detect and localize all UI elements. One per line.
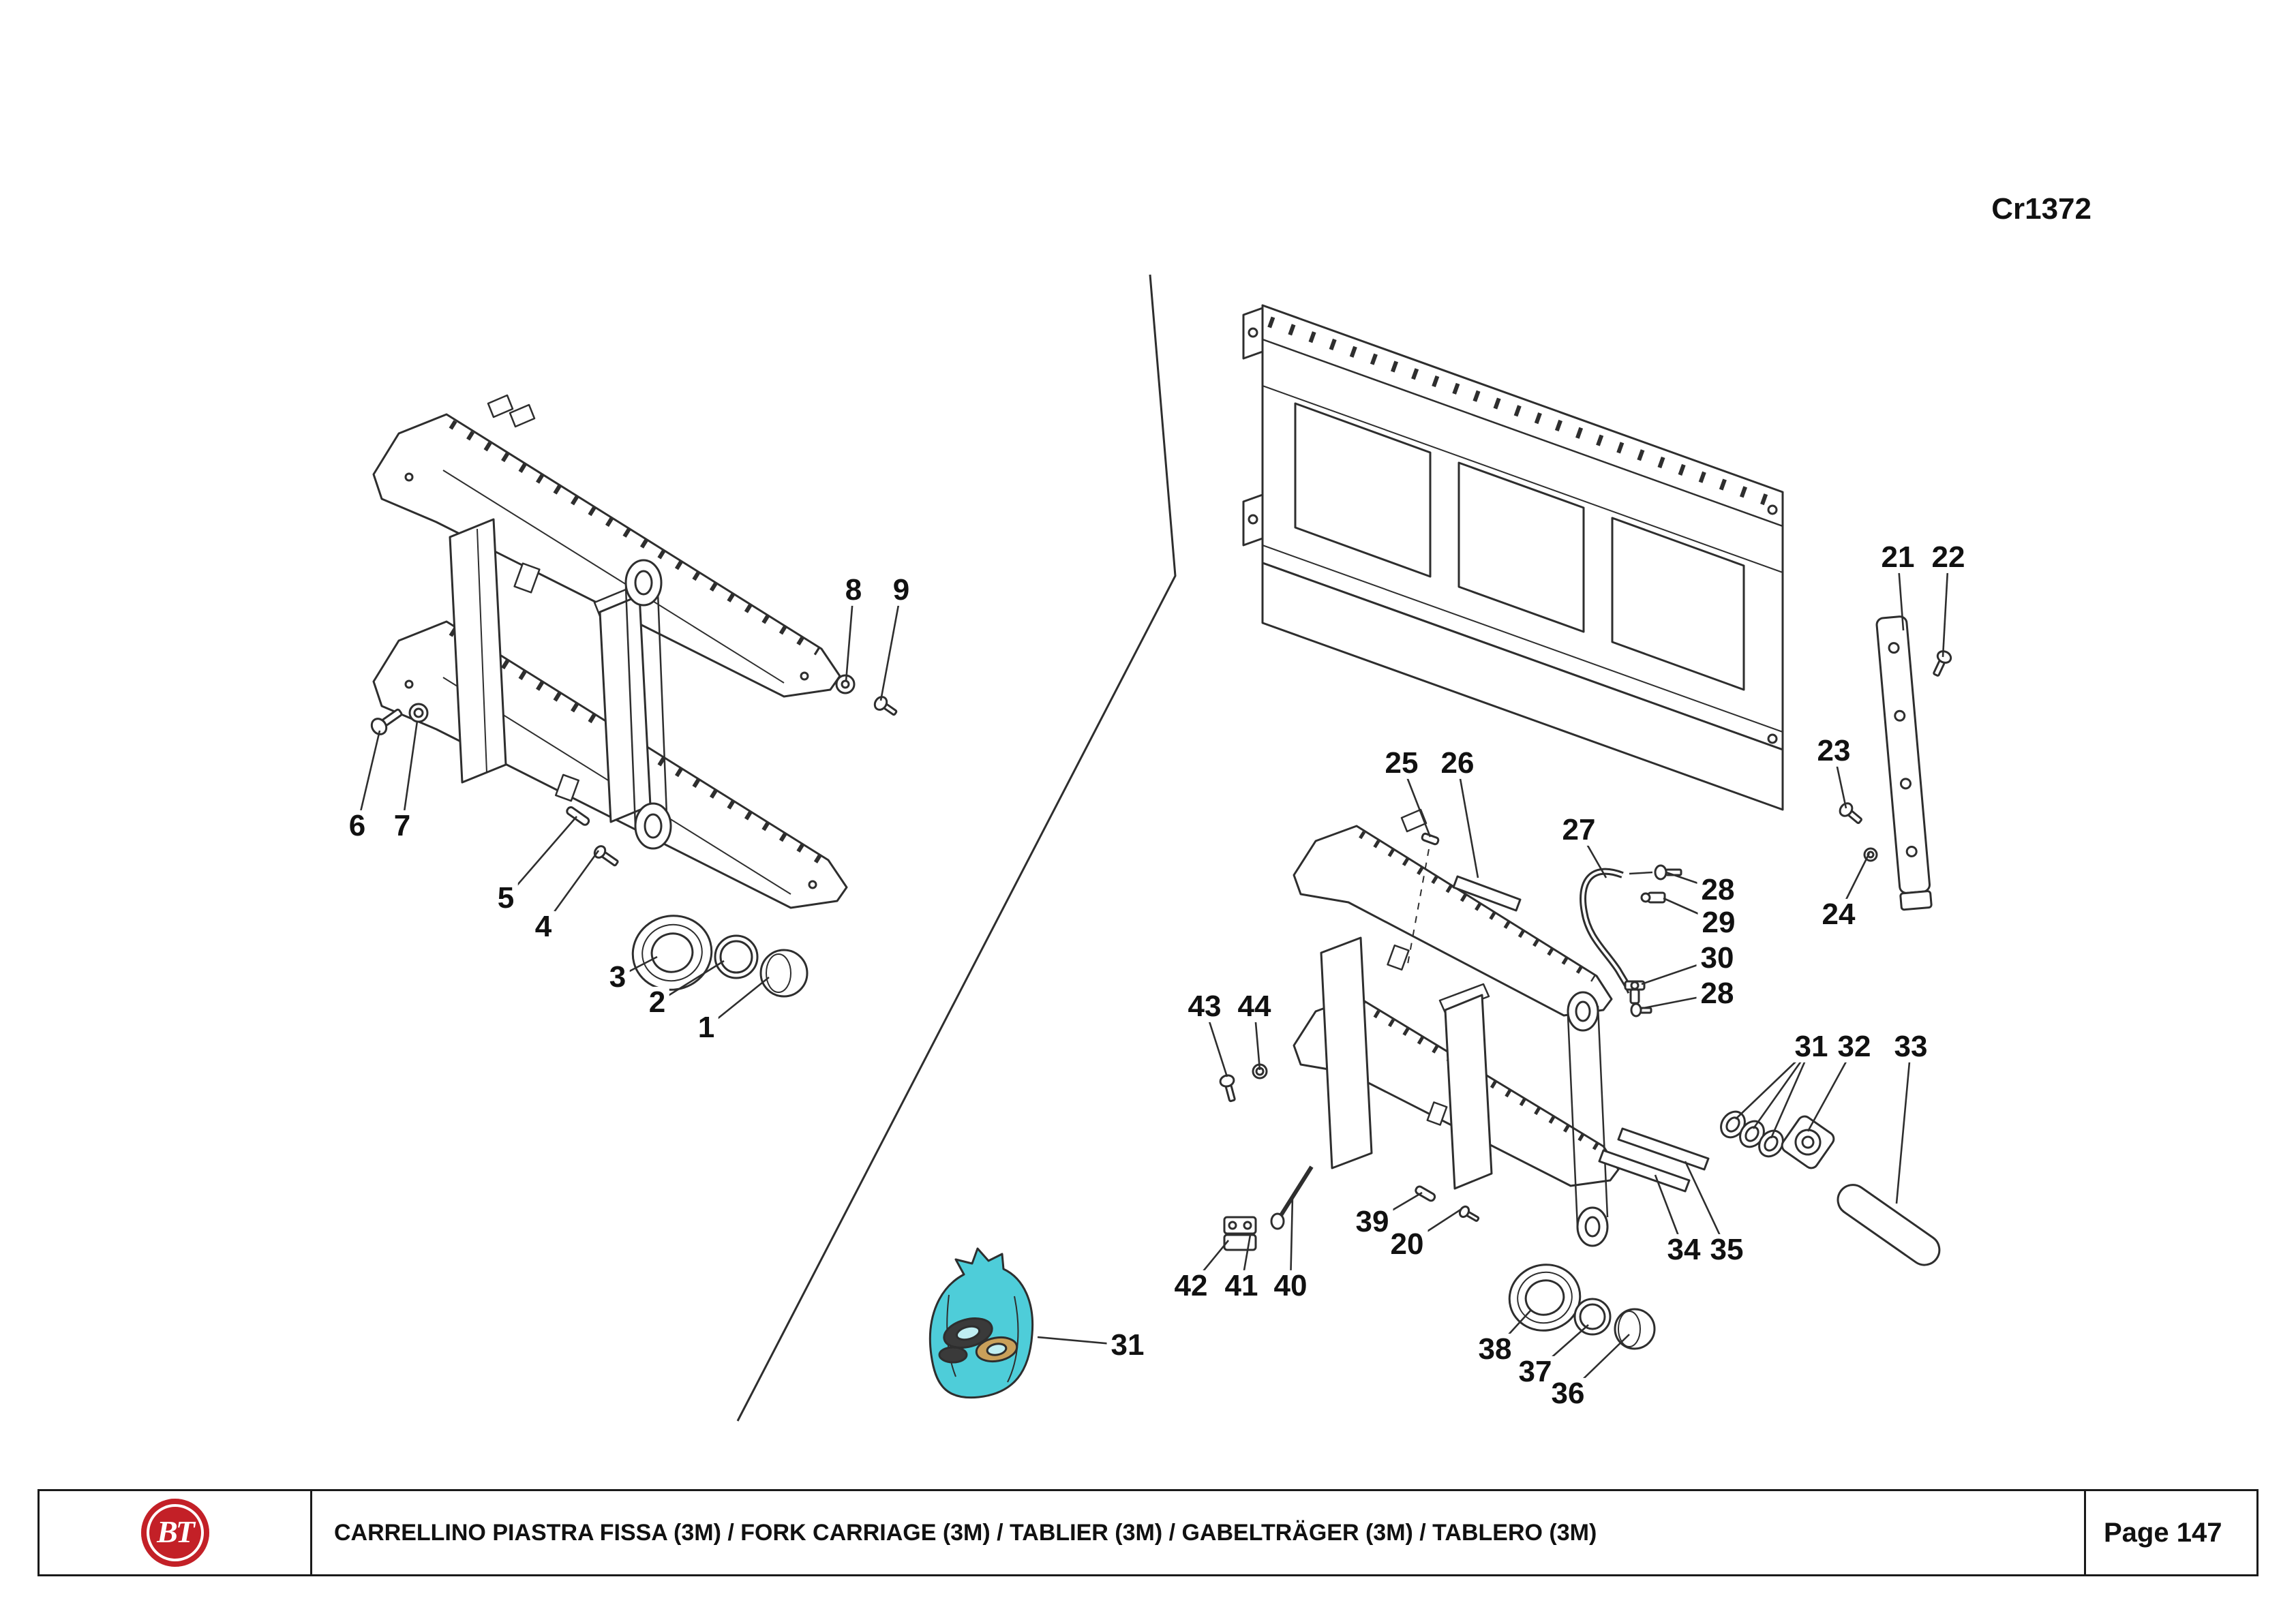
part-number-26: 26 [1436, 747, 1479, 780]
part-number-43: 43 [1183, 990, 1226, 1023]
leader-line-9 [879, 590, 903, 701]
part-number-4: 4 [530, 911, 556, 943]
part-number-39: 39 [1351, 1206, 1393, 1238]
part-number-9: 9 [888, 574, 914, 607]
part-number-7: 7 [389, 810, 415, 842]
footer-title-block: BT CARRELLINO PIASTRA FISSA (3M) / FORK … [37, 1489, 2259, 1576]
right-exploded-parts [1219, 615, 1952, 1350]
part-number-1: 1 [693, 1011, 719, 1044]
part-number-24: 24 [1817, 898, 1860, 931]
leader-line-6 [356, 730, 381, 827]
part-number-28: 28 [1696, 977, 1738, 1010]
page-number: Page 147 [2104, 1517, 2222, 1548]
part-number-42: 42 [1170, 1270, 1212, 1302]
leader-line-7 [401, 720, 419, 827]
footer-page-cell: Page 147 [2086, 1491, 2256, 1574]
part-number-44: 44 [1233, 990, 1275, 1023]
leader-line-22 [1942, 557, 1950, 658]
part-number-31: 31 [1106, 1329, 1149, 1362]
part-number-35: 35 [1706, 1234, 1748, 1266]
part-number-34: 34 [1663, 1234, 1705, 1266]
fork-carriage-frame-drawing [1242, 304, 1784, 811]
footer-title-cell: CARRELLINO PIASTRA FISSA (3M) / FORK CAR… [312, 1491, 2086, 1574]
part-number-38: 38 [1474, 1333, 1516, 1366]
part-number-27: 27 [1558, 814, 1600, 846]
part-number-33: 33 [1890, 1030, 1932, 1063]
left-exploded-parts [370, 674, 898, 998]
left-fork-carriage-drawing [372, 394, 848, 909]
part-number-20: 20 [1386, 1228, 1428, 1261]
part-number-5: 5 [493, 882, 519, 915]
right-fork-carriage-drawing [1293, 808, 1620, 1247]
part-number-23: 23 [1813, 735, 1855, 767]
part-number-8: 8 [841, 574, 866, 607]
part-number-28: 28 [1697, 874, 1739, 906]
part-number-32: 32 [1833, 1030, 1875, 1063]
part-number-3: 3 [605, 961, 631, 994]
part-number-29: 29 [1697, 906, 1740, 939]
part-number-40: 40 [1269, 1270, 1312, 1302]
part-number-41: 41 [1220, 1270, 1263, 1302]
bt-logo-letters: BT [157, 1514, 195, 1549]
part-number-25: 25 [1380, 747, 1423, 780]
part-number-21: 21 [1877, 541, 1919, 574]
leader-line-26 [1456, 763, 1479, 878]
part-number-36: 36 [1547, 1377, 1589, 1410]
part-number-22: 22 [1927, 541, 1969, 574]
bt-logo: BT [140, 1499, 209, 1567]
part-number-6: 6 [344, 810, 370, 842]
section-divider-line [736, 274, 1177, 1422]
part-number-31: 31 [1790, 1030, 1832, 1063]
leader-line-33 [1895, 1046, 1912, 1204]
seal-kit-bag [928, 1247, 1034, 1399]
part-number-2: 2 [644, 986, 670, 1019]
document-title: CARRELLINO PIASTRA FISSA (3M) / FORK CAR… [334, 1519, 1597, 1546]
drawing-code: Cr1372 [1991, 192, 2091, 226]
footer-logo-cell: BT [40, 1491, 312, 1574]
part-number-30: 30 [1696, 942, 1738, 975]
